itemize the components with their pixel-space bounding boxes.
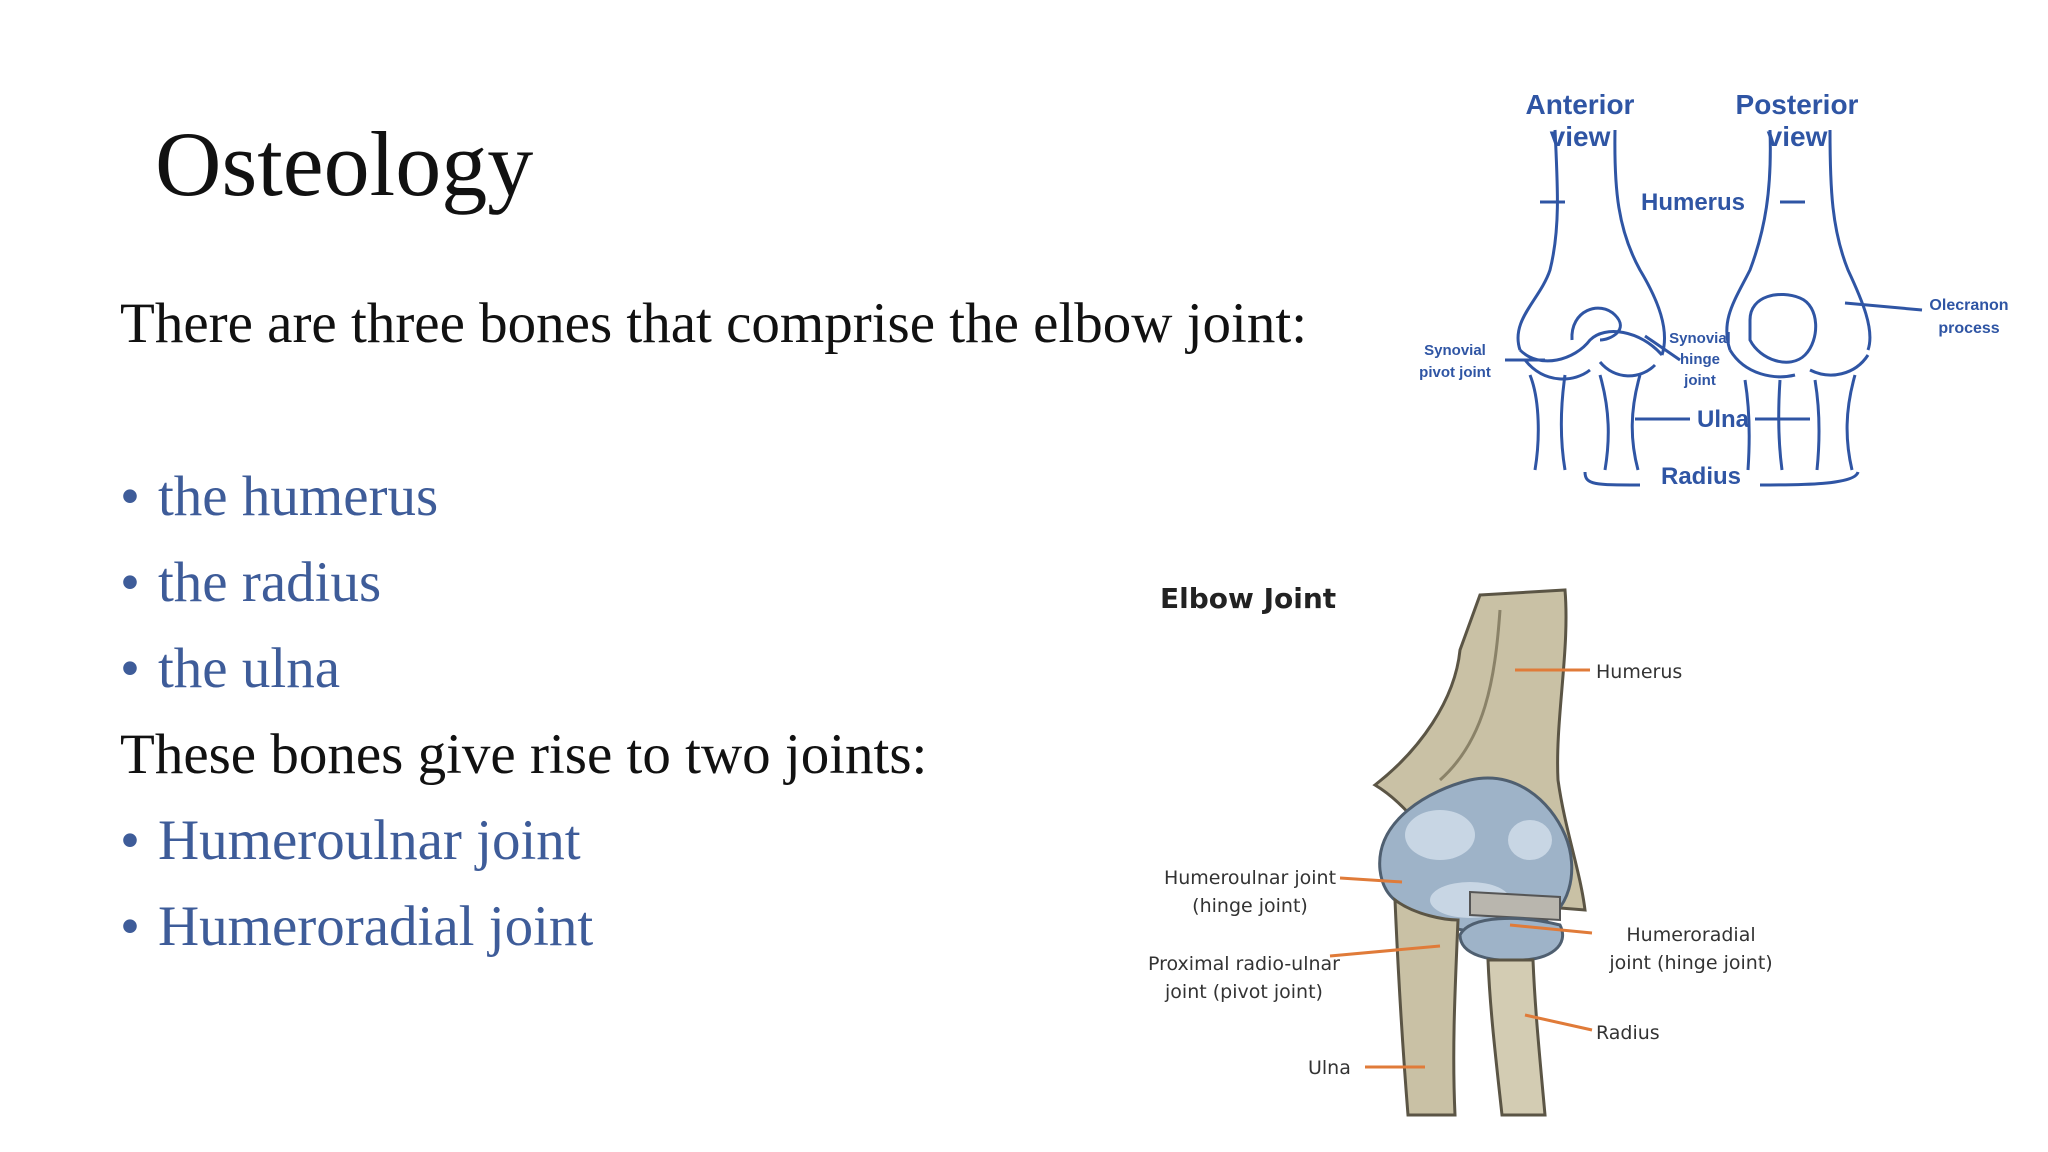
elbow-joint-title: Elbow Joint xyxy=(1160,582,1336,615)
ulna-label: Ulna xyxy=(1697,406,1750,433)
humeroulnar-label-1: Humeroulnar joint xyxy=(1164,867,1336,889)
bullet-text: Humeroulnar joint xyxy=(157,809,581,872)
bullet-item-ulna: • the ulna xyxy=(120,640,340,697)
bullet-item-humeroradial: • Humeroradial joint xyxy=(120,898,593,955)
synovial-pivot-label-2: pivot joint xyxy=(1419,364,1491,381)
bullet-dot: • xyxy=(120,809,140,872)
anterior-view-label-2: view xyxy=(1550,121,1611,152)
elbow-joint-illustration: Elbow Joint Humerus xyxy=(1148,582,1773,1117)
proximal-radioulnar-label-2: joint (pivot joint) xyxy=(1164,981,1323,1003)
humerus-label: Humerus xyxy=(1641,189,1745,216)
posterior-view-label-2: view xyxy=(1767,121,1828,152)
synovial-hinge-label-2: hinge xyxy=(1680,351,1720,368)
bullet-text: the ulna xyxy=(157,637,340,700)
bullet-text: the humerus xyxy=(157,465,439,528)
intro-text: There are three bones that comprise the … xyxy=(120,292,1308,355)
synovial-hinge-label-1: Synovial xyxy=(1669,330,1731,347)
synovial-pivot-label-1: Synovial xyxy=(1424,342,1486,359)
bullet-text: Humeroradial joint xyxy=(157,895,594,958)
bullet-dot: • xyxy=(120,551,140,614)
olecranon-label-1: Olecranon xyxy=(1929,297,2008,314)
bullet-dot: • xyxy=(120,465,140,528)
bullet-dot: • xyxy=(120,895,140,958)
bullet-item-humerus: • the humerus xyxy=(120,468,438,525)
synovial-hinge-label-3: joint xyxy=(1683,372,1716,389)
elbow-views-diagram: Anterior view Posterior view Humerus Ole… xyxy=(1419,89,2008,490)
humeroulnar-label-2: (hinge joint) xyxy=(1192,895,1308,917)
posterior-view-label-1: Posterior xyxy=(1736,89,1859,120)
bullet-dot: • xyxy=(120,637,140,700)
bullet-text: the radius xyxy=(157,551,382,614)
anterior-view-label-1: Anterior xyxy=(1526,89,1635,120)
radius-pointer-label: Radius xyxy=(1596,1022,1660,1044)
bone-outlines xyxy=(1505,129,1923,487)
joints-intro-text: These bones give rise to two joints: xyxy=(120,723,928,786)
radius-label: Radius xyxy=(1661,463,1741,490)
slide-title: Osteology xyxy=(155,113,534,215)
pointer-lines xyxy=(1329,668,1593,1069)
humerus-pointer-label: Humerus xyxy=(1596,661,1682,683)
bullet-item-radius: • the radius xyxy=(120,554,381,611)
ulna-pointer-label: Ulna xyxy=(1308,1057,1351,1079)
humeroradial-label-1: Humeroradial xyxy=(1626,924,1755,946)
olecranon-label-2: process xyxy=(1938,320,1999,337)
humeroradial-label-2: joint (hinge joint) xyxy=(1608,952,1772,974)
bullet-item-humeroulnar: • Humeroulnar joint xyxy=(120,812,581,869)
proximal-radioulnar-label-1: Proximal radio-ulnar xyxy=(1148,953,1340,975)
